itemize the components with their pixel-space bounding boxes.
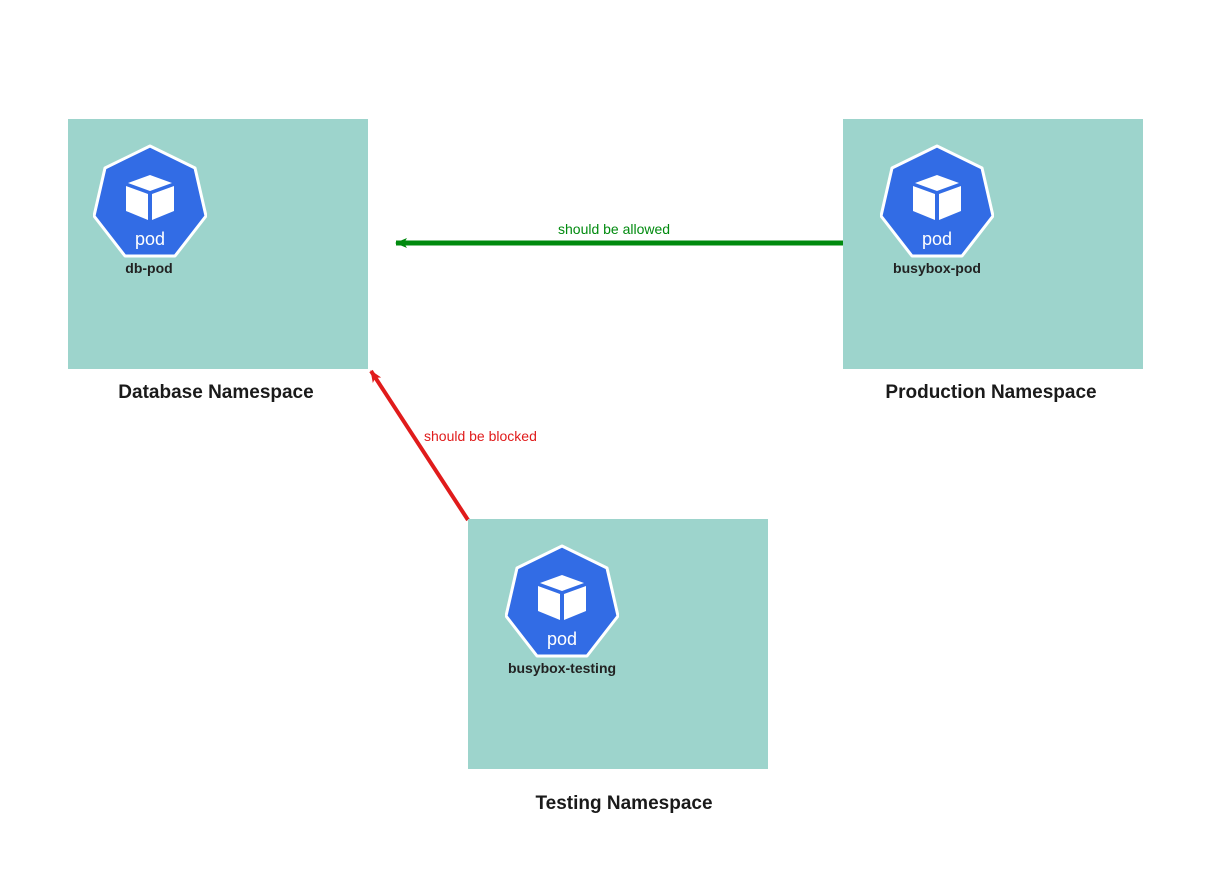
pod-icon-text: pod	[547, 629, 577, 649]
pod-icon: pod	[880, 144, 994, 258]
blocked-label: should be blocked	[424, 428, 537, 444]
pod-icon: pod	[93, 144, 207, 258]
testing-namespace-title: Testing Namespace	[535, 793, 713, 814]
database-namespace-title: Database Namespace	[118, 382, 314, 403]
blocked-arrow	[369, 369, 470, 522]
busybox-pod-label: busybox-pod	[893, 260, 981, 276]
busybox-testing-node[interactable]: pod	[505, 544, 619, 659]
db-pod-label: db-pod	[125, 260, 173, 276]
production-namespace-box[interactable]	[843, 119, 1143, 369]
busybox-testing-label: busybox-testing	[507, 660, 617, 676]
pod-icon: pod	[505, 544, 619, 658]
production-namespace-title: Production Namespace	[885, 382, 1097, 403]
pod-icon-text: pod	[922, 229, 952, 249]
pod-icon-text: pod	[135, 229, 165, 249]
db-pod-node[interactable]: pod	[93, 144, 207, 259]
busybox-pod-node[interactable]: pod	[880, 144, 994, 259]
testing-namespace-box[interactable]	[468, 519, 768, 769]
allowed-label: should be allowed	[558, 221, 671, 237]
